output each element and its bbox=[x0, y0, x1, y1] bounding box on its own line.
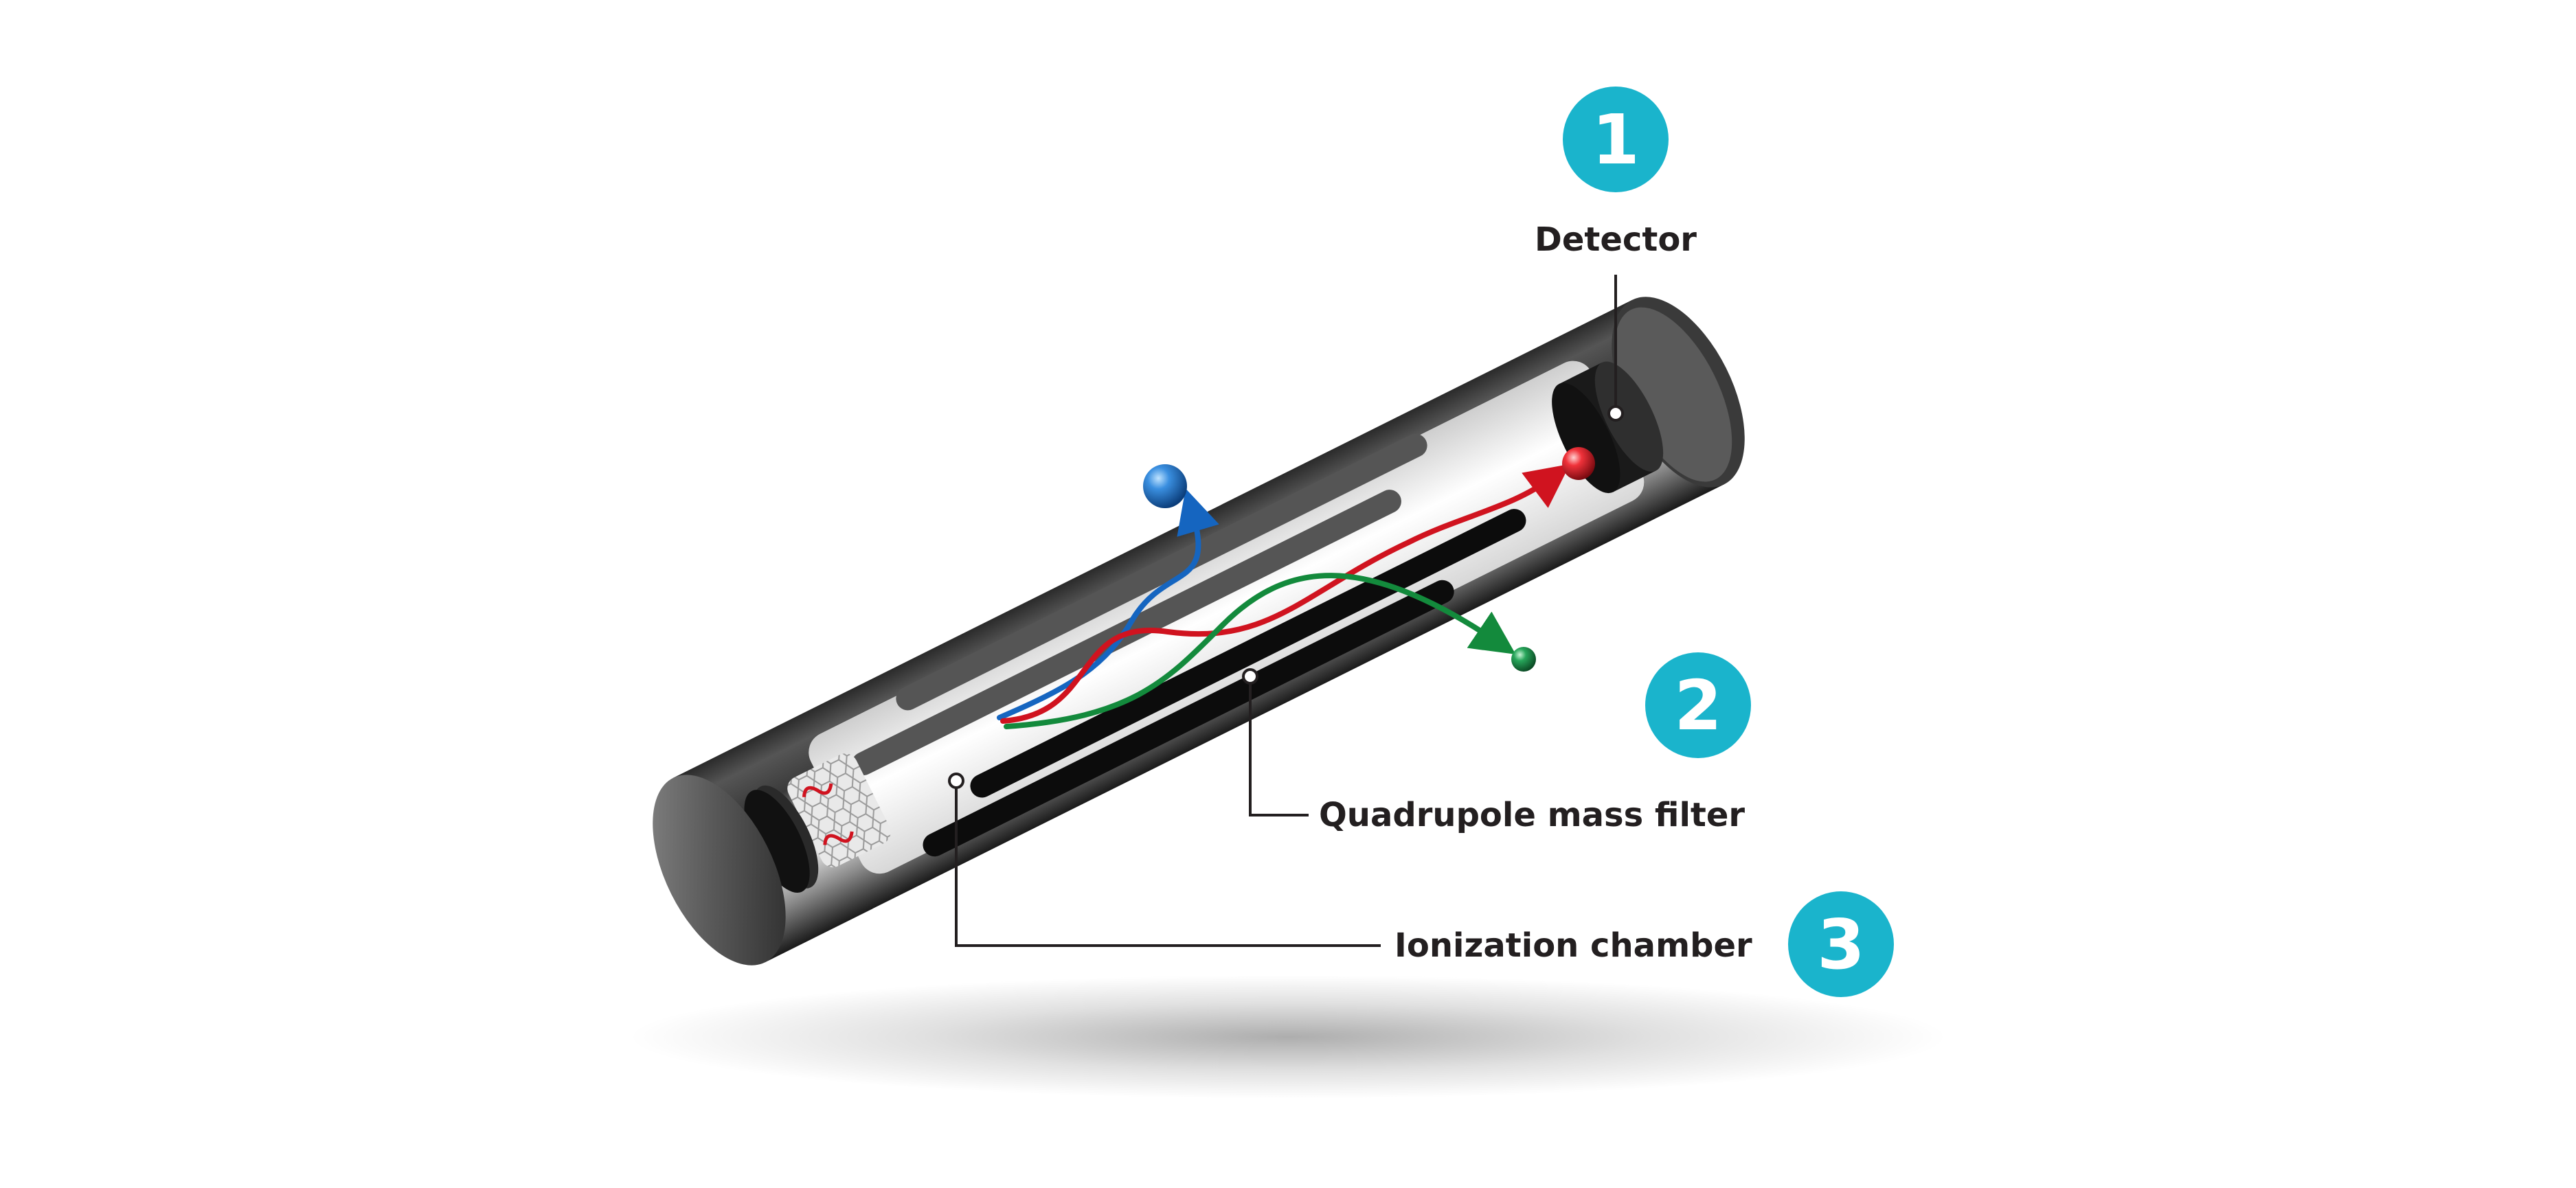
rod-bottom-back bbox=[970, 509, 1526, 798]
badge-2 bbox=[1645, 652, 1751, 758]
component-1: 1 Detector bbox=[1535, 87, 1697, 259]
badge-1 bbox=[1563, 87, 1669, 192]
tube-interior bbox=[809, 361, 1645, 874]
blue-ion-icon bbox=[1143, 464, 1187, 508]
detector-label: Detector bbox=[1535, 220, 1697, 259]
green-ion-path bbox=[1004, 573, 1516, 729]
badge-1-number: 1 bbox=[1592, 100, 1640, 180]
ionization-leader bbox=[955, 781, 1381, 947]
ground-shadow bbox=[629, 975, 1947, 1099]
quadrupole-label: Quadrupole mass filter bbox=[1319, 796, 1745, 834]
detector-leader-dot bbox=[1607, 405, 1624, 422]
ionization-label: Ionization chamber bbox=[1394, 926, 1752, 965]
cylinder-tube-icon bbox=[653, 297, 1745, 966]
red-ion-path bbox=[1000, 464, 1570, 724]
ionization-leader-dot bbox=[948, 773, 964, 789]
tube-end-cap bbox=[653, 775, 786, 966]
red-ion-icon bbox=[1562, 447, 1595, 480]
component-3: 3 Ionization chamber bbox=[1394, 891, 1894, 997]
leader-lines bbox=[955, 275, 1617, 947]
rod-top-back bbox=[896, 433, 1427, 711]
green-ion-icon bbox=[1511, 647, 1536, 672]
badge-2-number: 2 bbox=[1674, 665, 1722, 746]
quadrupole-leader bbox=[1249, 676, 1309, 816]
blue-ion-path bbox=[997, 488, 1219, 720]
ionization-mesh bbox=[787, 753, 891, 867]
quadrupole-leader-dot bbox=[1242, 668, 1258, 685]
detector-disc bbox=[1552, 382, 1620, 494]
badge-3 bbox=[1788, 891, 1894, 997]
rod-bottom-front bbox=[923, 580, 1454, 857]
component-2: 2 Quadrupole mass filter bbox=[1319, 652, 1751, 834]
badge-3-number: 3 bbox=[1817, 904, 1865, 985]
